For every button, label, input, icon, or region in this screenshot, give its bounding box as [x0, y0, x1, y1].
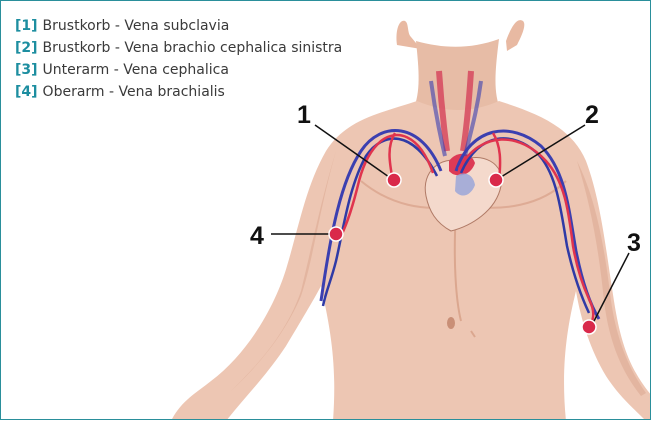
callout-label-4: 4 — [250, 222, 264, 250]
callout-label-2: 2 — [585, 101, 599, 129]
legend-text: Brustkorb - Vena subclavia — [43, 18, 230, 34]
marker-2 — [489, 173, 503, 187]
marker-4 — [329, 227, 343, 241]
legend-text: Unterarm - Vena cephalica — [43, 62, 229, 78]
legend-item-4: [4] Oberarm - Vena brachialis — [15, 81, 342, 103]
marker-3 — [582, 320, 596, 334]
legend: [1] Brustkorb - Vena subclavia [2] Brustko… — [15, 15, 342, 103]
legend-item-3: [3] Unterarm - Vena cephalica — [15, 59, 342, 81]
callout-label-1: 1 — [297, 101, 311, 129]
legend-text: Brustkorb - Vena brachio cephalica sinis… — [43, 40, 343, 56]
legend-text: Oberarm - Vena brachialis — [43, 84, 225, 100]
callout-label-3: 3 — [627, 229, 641, 257]
legend-item-1: [1] Brustkorb - Vena subclavia — [15, 15, 342, 37]
legend-number: [1] — [15, 18, 38, 34]
legend-number: [3] — [15, 62, 38, 78]
legend-number: [4] — [15, 84, 38, 100]
legend-item-2: [2] Brustkorb - Vena brachio cephalica si… — [15, 37, 342, 59]
marker-1 — [387, 173, 401, 187]
legend-number: [2] — [15, 40, 38, 56]
